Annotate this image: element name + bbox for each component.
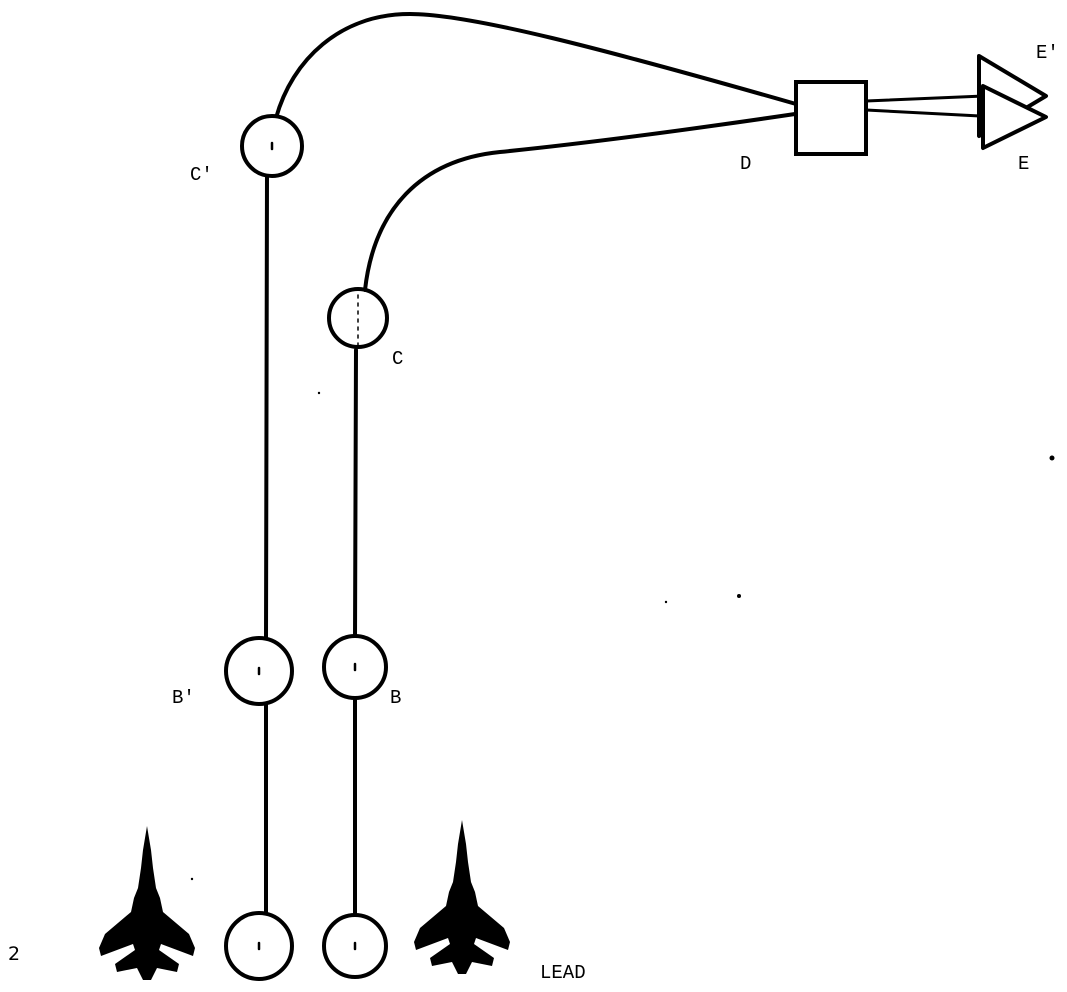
waypoint-b-prime xyxy=(224,636,294,706)
d-to-e-line xyxy=(864,108,982,118)
scan-speck xyxy=(1049,455,1055,461)
label-d: D xyxy=(740,153,751,175)
lead-path-b-to-c xyxy=(353,348,358,642)
scan-speck xyxy=(317,391,321,395)
scan-speck xyxy=(737,594,741,598)
start-lead xyxy=(322,913,388,979)
label-b: B xyxy=(390,687,401,709)
label-lead: LEAD xyxy=(540,962,586,984)
scan-speck xyxy=(664,600,668,604)
lead-flight-path xyxy=(353,112,797,920)
d-to-e-prime-line xyxy=(864,94,986,103)
label-e: E xyxy=(1018,153,1029,175)
egress-lines xyxy=(864,94,986,118)
waypoint-b xyxy=(322,634,388,700)
point-d-marker xyxy=(794,80,868,156)
fighter-jet-icon xyxy=(414,820,510,974)
wingman-path-c-prime-to-d xyxy=(274,12,798,120)
wingman-flight-path xyxy=(264,12,798,920)
label-e-prime: E' xyxy=(1036,42,1059,64)
fighter-jet-icon xyxy=(99,826,195,980)
label-c: C xyxy=(392,348,403,370)
point-c-marker xyxy=(327,287,389,349)
waypoint-c xyxy=(327,287,389,349)
wingman-path-b-prime-to-c-prime xyxy=(264,170,269,642)
scan-speck xyxy=(190,877,194,881)
point-e-marker xyxy=(981,84,1048,150)
label-b-prime: B' xyxy=(172,687,195,709)
start-wingman xyxy=(224,911,294,981)
label-wingman: 2 xyxy=(8,943,20,965)
label-c-prime: C' xyxy=(190,164,213,186)
lead-path-c-to-d xyxy=(363,112,797,292)
waypoint-c-prime xyxy=(240,114,304,178)
